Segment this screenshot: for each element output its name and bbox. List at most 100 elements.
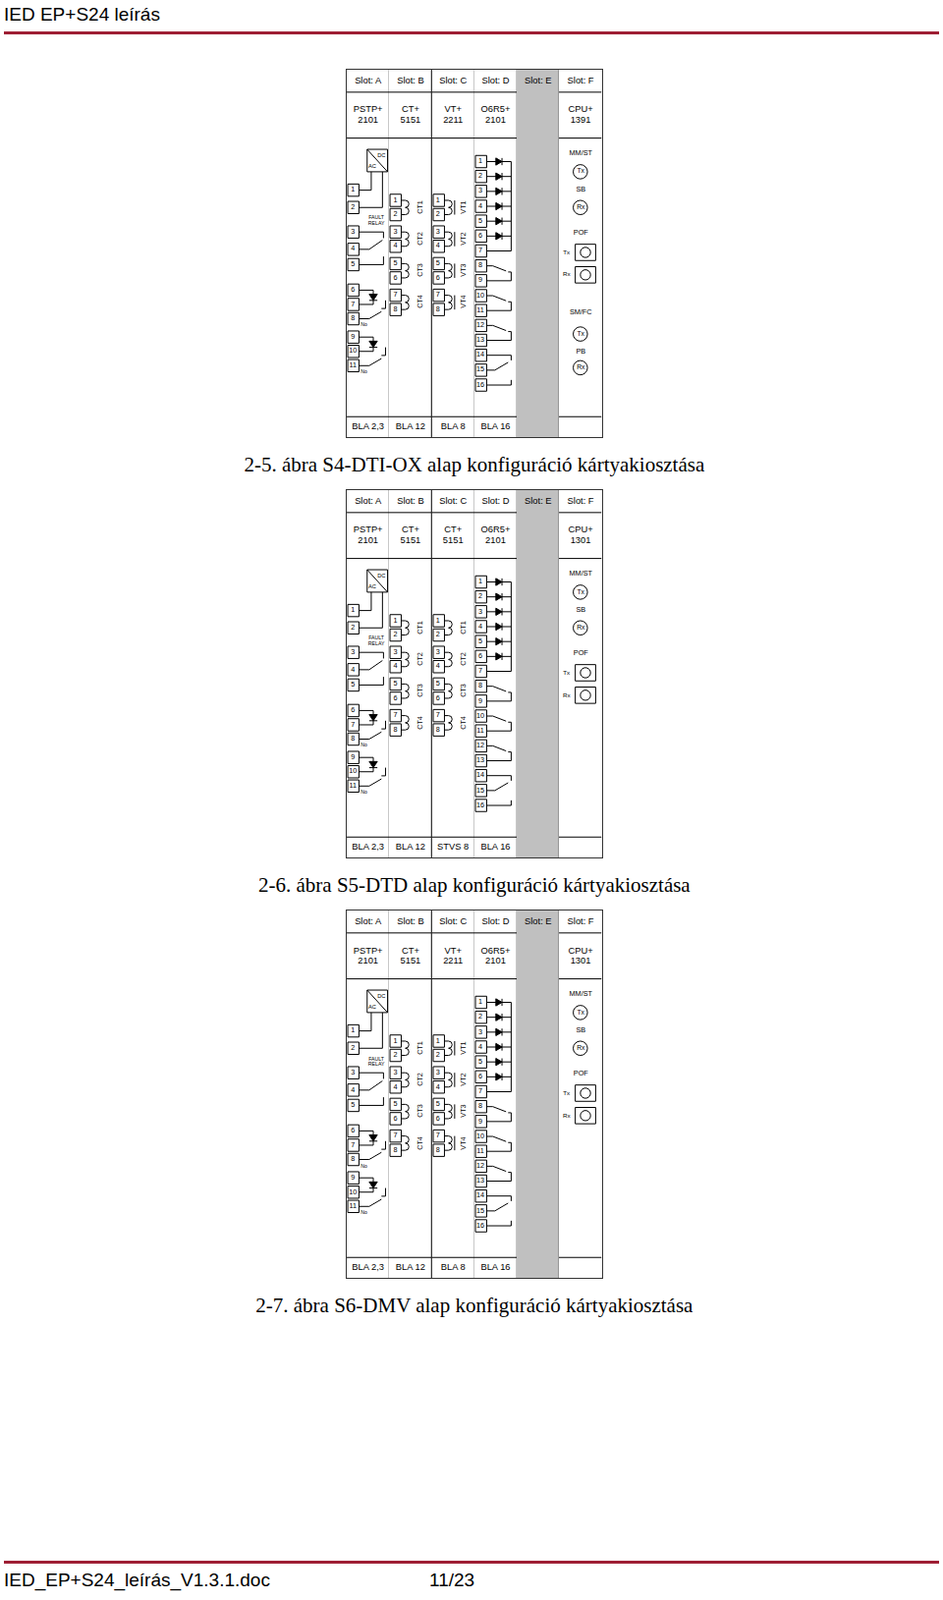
terminal-box	[347, 621, 359, 634]
terminal-box	[389, 288, 401, 301]
slot-divider	[516, 910, 518, 1278]
terminal-box	[347, 258, 359, 271]
terminal-number: 1	[436, 196, 441, 205]
card-slot: Slot: E	[516, 69, 559, 438]
terminal-number: 5	[350, 1101, 355, 1110]
current-transformer-symbol	[443, 620, 452, 636]
footer-rule	[474, 415, 517, 417]
terminal-number: 16	[476, 801, 485, 810]
channel-label: CT3	[459, 683, 468, 698]
relay-contact	[486, 716, 511, 731]
terminal-number: 6	[350, 706, 355, 715]
led-bar	[500, 217, 502, 224]
terminal-box	[347, 1042, 359, 1054]
terminal-box	[347, 201, 359, 214]
terminal-box	[347, 1024, 359, 1037]
port-label: MM/ST	[569, 569, 593, 578]
slot-footer: BLA 2,3	[351, 421, 385, 432]
terminal-number: 2	[478, 592, 483, 601]
card-symbols	[516, 69, 559, 438]
name-rule	[432, 557, 475, 559]
terminal-box	[389, 225, 401, 238]
port-label: SB	[575, 185, 586, 194]
terminal-number: 1	[478, 577, 483, 586]
slot-header: Slot: B	[396, 496, 425, 506]
terminal-number: 8	[350, 314, 355, 323]
card-slot: Slot: E	[516, 910, 559, 1278]
terminal-box	[475, 679, 487, 692]
terminal-box	[433, 208, 444, 221]
footer-rule	[474, 835, 517, 837]
terminal-box	[389, 1049, 401, 1061]
terminal-number: 11	[348, 781, 357, 790]
terminal-number: 4	[436, 662, 441, 670]
footer-rule	[558, 415, 602, 417]
terminal-number: 5	[478, 637, 483, 646]
terminal-box	[347, 779, 359, 792]
converter-symbol	[367, 990, 389, 1013]
name-rule	[558, 557, 602, 559]
terminal-number: 14	[476, 771, 485, 779]
relay-contact	[486, 685, 511, 701]
terminal-number: 2	[350, 623, 355, 632]
header-rule	[474, 932, 517, 934]
terminal-number: 4	[350, 1086, 355, 1095]
symbol-label: DC	[377, 993, 386, 999]
figure-caption: 2-5. ábra S4-DTI-OX alap konfiguráció ká…	[243, 452, 705, 478]
pof-port-core	[580, 666, 591, 677]
terminal-number: 4	[478, 202, 483, 211]
terminal-box	[433, 1066, 444, 1079]
terminal-box	[475, 1055, 487, 1068]
slot-header: Slot: B	[396, 916, 425, 927]
current-transformer-symbol	[401, 1135, 410, 1151]
led-bar	[500, 1028, 502, 1036]
slot-header: Slot: C	[439, 75, 467, 86]
terminal-number: 12	[476, 741, 485, 750]
channel-label: CT4	[416, 295, 425, 310]
terminal-number: 2	[350, 203, 355, 212]
terminal-box	[433, 1035, 444, 1048]
led-bar	[500, 1073, 502, 1081]
terminal-number: 3	[392, 648, 397, 657]
terminal-box	[475, 590, 487, 603]
terminal-box	[347, 732, 359, 745]
terminal-number: 10	[476, 1132, 485, 1141]
relay-contact	[486, 1106, 511, 1121]
footer-rule	[346, 835, 389, 837]
card-name: O6R5+ 2101	[481, 104, 511, 125]
slot-divider	[473, 69, 475, 438]
terminal-number: 10	[476, 291, 485, 300]
symbol-label: No	[360, 323, 368, 330]
terminal-number: 6	[436, 694, 441, 703]
terminal-box	[389, 1035, 401, 1048]
slot-divider	[388, 490, 390, 858]
symbol-label: DC	[377, 572, 386, 579]
terminal-number: 1	[350, 185, 355, 194]
terminal-number: 1	[350, 1026, 355, 1035]
card-slot: Slot: E	[516, 490, 559, 858]
channel-label: CT4	[459, 716, 468, 730]
terminal-box	[475, 229, 487, 242]
slot-divider	[558, 910, 560, 1278]
terminal-box	[389, 303, 401, 316]
terminal-number: 11	[476, 306, 485, 315]
led-bar	[500, 622, 502, 630]
slot-divider	[431, 910, 433, 1278]
port-label: Tx	[577, 330, 586, 337]
slot-footer: BLA 8	[441, 1262, 466, 1273]
terminal-number: 3	[478, 1028, 483, 1037]
terminal-box	[475, 724, 487, 737]
terminal-box	[475, 184, 487, 197]
figure-caption: 2-7. ábra S6-DMV alap konfiguráció kárty…	[255, 1293, 693, 1319]
optocoupler-contact	[358, 720, 386, 739]
common-bus	[486, 161, 511, 251]
channel-label: CT3	[416, 683, 425, 698]
header-rule	[474, 511, 517, 513]
card-slot: Slot: BCT+ 515112CT134CT256CT378CT4BLA 1…	[388, 490, 432, 858]
terminal-box	[475, 996, 487, 1008]
slot-divider	[558, 69, 560, 438]
transformer-core	[453, 1072, 455, 1088]
terminal-box	[433, 660, 444, 672]
channel-label: VT2	[459, 231, 468, 245]
terminal-number: 5	[436, 1100, 441, 1109]
